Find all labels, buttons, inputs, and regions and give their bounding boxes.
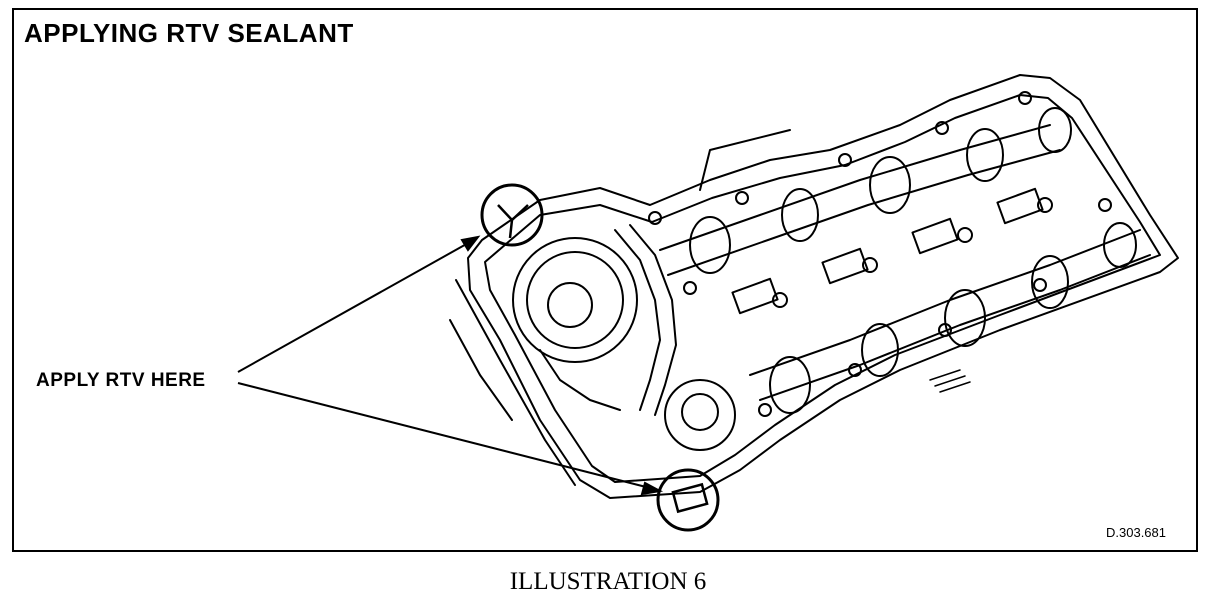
illustration-caption: ILLUSTRATION 6 xyxy=(509,568,707,595)
lower-camshaft xyxy=(749,229,1141,376)
drawing-code: D.303.681 xyxy=(1106,525,1166,540)
cam-sprocket xyxy=(512,237,638,363)
diagram-frame xyxy=(12,8,1198,552)
rtv-location-lower xyxy=(656,468,720,532)
leader-arrow-upper xyxy=(237,241,471,373)
leader-arrow-lower xyxy=(237,382,651,489)
lower-sprocket xyxy=(664,379,736,451)
cam-sprocket-hub xyxy=(547,282,593,328)
upper-camshaft xyxy=(659,124,1051,251)
diagram-title: APPLYING RTV SEALANT xyxy=(24,18,354,48)
cylinder-head-outline xyxy=(467,74,1179,499)
rtv-location-upper xyxy=(480,183,544,247)
callout-label: APPLY RTV HERE xyxy=(36,370,206,391)
